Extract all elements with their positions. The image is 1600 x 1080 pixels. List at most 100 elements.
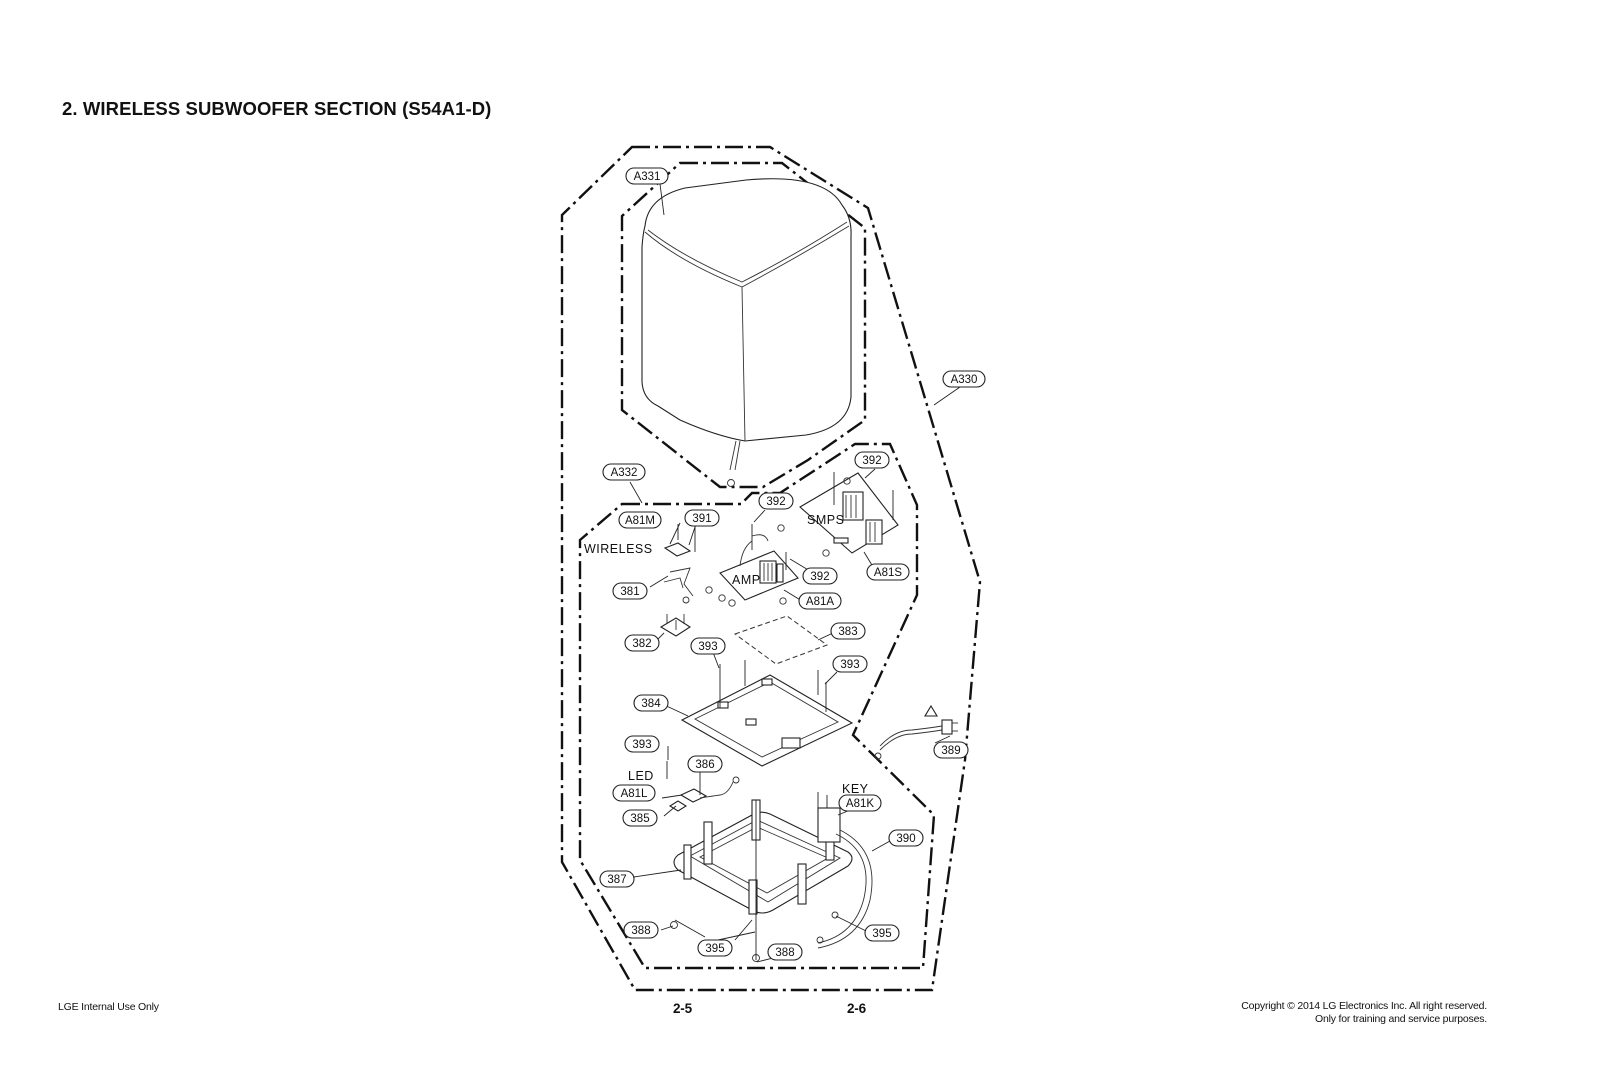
led-board: [666, 761, 740, 812]
callout-text: 384: [641, 698, 661, 710]
insulation-sheet-383: [733, 615, 829, 665]
callout-a81k: A81K: [838, 794, 882, 812]
callout-a331: A331: [625, 167, 669, 185]
callout-p388a: 388: [623, 921, 659, 939]
assembly-boundary-a332: [578, 442, 936, 970]
callout-text: A81L: [621, 788, 648, 800]
callout-text: A81S: [874, 567, 902, 579]
bracket-382: [659, 614, 692, 637]
callout-p392a: 392: [854, 451, 890, 469]
callout-p393a: 393: [690, 637, 726, 655]
callout-bubble: [767, 943, 803, 961]
callout-a330: A330: [942, 370, 986, 388]
callout-text: A332: [611, 467, 638, 479]
callout-bubble: [888, 829, 924, 847]
callout-text: 393: [632, 739, 651, 751]
plate-384: [680, 660, 854, 767]
footer-internal-use: LGE Internal Use Only: [58, 1001, 159, 1013]
callout-bubble: [612, 784, 656, 802]
callout-text: 386: [695, 759, 714, 771]
callout-bubble: [624, 735, 660, 753]
callout-bubble: [625, 167, 669, 185]
callout-text: 385: [630, 813, 649, 825]
callout-bubble: [933, 741, 969, 759]
callout-p395a: 395: [697, 939, 733, 957]
callout-bubble: [830, 622, 866, 640]
callout-bubble: [684, 509, 720, 527]
callout-p393b: 393: [832, 655, 868, 673]
page-title: 2. WIRELESS SUBWOOFER SECTION (S54A1-D): [62, 98, 492, 119]
callout-bubble: [864, 924, 900, 942]
callout-p381: 381: [612, 582, 648, 600]
callout-bubble: [697, 939, 733, 957]
callout-bubble: [633, 694, 669, 712]
callout-bubble: [687, 755, 723, 773]
callout-p390: 390: [888, 829, 924, 847]
amp-board: [705, 524, 799, 607]
callout-bubble: [838, 794, 882, 812]
callout-a81m: A81M: [618, 511, 662, 529]
training-notice: Only for training and service purposes.: [1315, 1013, 1487, 1025]
callout-p392c: 392: [802, 567, 838, 585]
callout-bubble: [599, 870, 635, 888]
callout-p393c: 393: [624, 735, 660, 753]
callout-p395b: 395: [864, 924, 900, 942]
callout-text: 383: [838, 626, 857, 638]
key-board: [816, 807, 873, 949]
callout-text: 392: [810, 571, 829, 583]
callout-p389: 389: [933, 741, 969, 759]
callout-p391: 391: [684, 509, 720, 527]
callout-bubble: [802, 567, 838, 585]
label-amp: AMP: [732, 573, 761, 587]
callout-text: A330: [951, 374, 978, 386]
callout-a81a: A81A: [798, 592, 842, 610]
assembly-boundary-a331: [620, 161, 867, 489]
speaker-cabinet: [641, 178, 852, 487]
callout-text: 382: [632, 638, 651, 650]
callout-p388b: 388: [767, 943, 803, 961]
power-cord: [874, 704, 958, 760]
callout-bubble: [612, 582, 648, 600]
callout-text: 388: [775, 947, 794, 959]
callout-text: A81A: [806, 596, 834, 608]
callout-bubble: [602, 463, 646, 481]
assembly-boundary-a330: [560, 145, 982, 992]
callout-bubble: [618, 511, 662, 529]
smps-board: [799, 472, 899, 557]
callout-p386: 386: [687, 755, 723, 773]
callout-p392b: 392: [758, 492, 794, 510]
callout-bubble: [690, 637, 726, 655]
callout-p387: 387: [599, 870, 635, 888]
callout-bubble: [854, 451, 890, 469]
callout-text: 388: [631, 925, 650, 937]
copyright-text: Copyright © 2014 LG Electronics Inc. All…: [1241, 1000, 1487, 1012]
callout-bubble: [758, 492, 794, 510]
callout-a81s: A81S: [866, 563, 910, 581]
callout-bubble: [798, 592, 842, 610]
footer-copyright-block: Copyright © 2014 LG Electronics Inc. All…: [1241, 1000, 1487, 1026]
callout-bubble: [624, 634, 660, 652]
label-wireless: WIRELESS: [584, 542, 653, 556]
base-frame-387: [670, 792, 853, 962]
label-smps: SMPS: [807, 513, 844, 527]
page-number-left: 2-5: [673, 1001, 692, 1016]
callout-p382: 382: [624, 634, 660, 652]
label-key: KEY: [842, 782, 869, 796]
callout-text: 392: [766, 496, 785, 508]
callout-text: 392: [862, 455, 881, 467]
callout-bubble: [622, 809, 658, 827]
callout-bubble: [623, 921, 659, 939]
page-number-right: 2-6: [847, 1001, 866, 1016]
callout-bubble: [942, 370, 986, 388]
callout-text: A81M: [625, 515, 655, 527]
callout-bubble: [866, 563, 910, 581]
callout-text: 393: [698, 641, 717, 653]
label-led: LED: [628, 769, 654, 783]
callout-text: 381: [620, 586, 639, 598]
callout-p383: 383: [830, 622, 866, 640]
callout-bubble: [832, 655, 868, 673]
callout-a81l: A81L: [612, 784, 656, 802]
callout-text: 391: [692, 513, 711, 525]
